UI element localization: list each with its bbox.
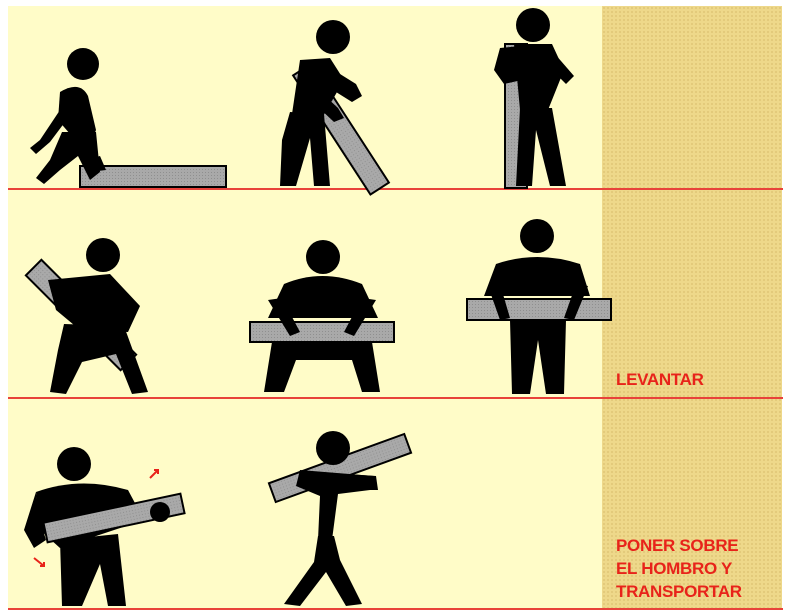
head xyxy=(86,238,120,272)
step-3-stand-board-upright-icon xyxy=(494,8,574,188)
head xyxy=(67,48,99,80)
board xyxy=(250,322,394,342)
head xyxy=(57,447,91,481)
legs xyxy=(510,320,566,394)
legs xyxy=(50,324,148,394)
head xyxy=(516,8,550,42)
step-7-rotate-board-icon xyxy=(24,447,185,606)
hand-right xyxy=(150,502,170,522)
step-2-tilt-board-up-icon xyxy=(280,20,389,195)
board xyxy=(467,299,611,320)
legs xyxy=(516,108,566,186)
arm xyxy=(346,474,378,490)
caption-carry: PONER SOBRE EL HOMBRO Y TRANSPORTAR xyxy=(616,534,742,603)
caption-lift: LEVANTAR xyxy=(616,368,704,391)
rotate-arrow-icon-2 xyxy=(34,558,44,566)
head xyxy=(316,431,350,465)
step-4-grip-board-diagonal-icon xyxy=(26,238,148,394)
legs xyxy=(284,536,362,606)
head xyxy=(316,20,350,54)
arm-left xyxy=(494,46,522,84)
rotate-arrow-icon xyxy=(150,470,158,478)
head xyxy=(520,219,554,253)
step-1-crouch-beside-board-icon xyxy=(30,48,226,187)
step-5-squat-hold-board-icon xyxy=(250,240,394,392)
legs xyxy=(60,534,126,606)
head xyxy=(306,240,340,274)
step-6-stand-hold-board-icon xyxy=(467,219,611,394)
step-8-carry-board-on-shoulder-icon xyxy=(269,431,411,606)
legs xyxy=(280,112,330,186)
torso xyxy=(48,274,140,332)
legs xyxy=(264,342,380,392)
